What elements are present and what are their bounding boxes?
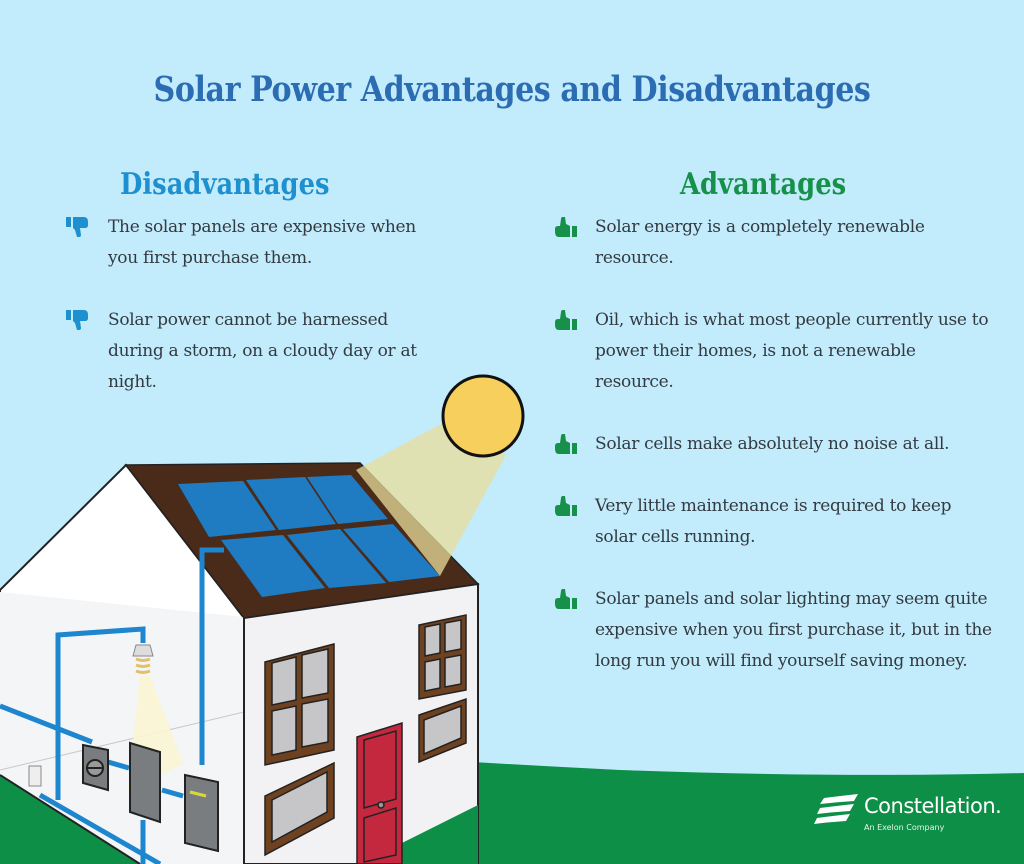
disadvantages-list: The solar panels are expensive when you … — [66, 212, 446, 429]
sun-beam — [356, 420, 506, 576]
window-upper-right — [418, 614, 467, 700]
roof — [124, 462, 480, 619]
advantage-item: Solar cells make absolutely no noise at … — [553, 429, 993, 460]
house-side-wall — [0, 463, 245, 864]
thumbs-up-icon — [555, 434, 577, 454]
thumbs-up-icon — [555, 310, 577, 330]
light-cone — [128, 676, 183, 790]
advantage-item: Oil, which is what most people currently… — [553, 305, 993, 398]
thumbs-up-icon — [555, 589, 577, 609]
advantages-list: Solar energy is a completely renewable r… — [553, 212, 993, 708]
advantage-item: Solar panels and solar lighting may seem… — [553, 584, 993, 677]
wall-outlet — [28, 765, 42, 787]
inverter — [184, 773, 219, 853]
front-door — [356, 721, 403, 864]
window-lower-left — [264, 761, 335, 857]
brand-tagline: An Exelon Company — [864, 823, 945, 832]
disadvantages-heading: Disadvantages — [120, 166, 330, 202]
thumbs-up-icon — [555, 217, 577, 237]
advantage-item: Very little maintenance is required to k… — [553, 491, 993, 553]
window-middle-right — [418, 697, 467, 764]
house-front-wall — [243, 582, 479, 864]
thumbs-up-icon — [555, 496, 577, 516]
thumbs-down-icon — [66, 310, 88, 330]
sun — [441, 374, 525, 458]
electric-meter — [82, 743, 109, 792]
brand-logo: Constellation. An Exelon Company — [814, 792, 1004, 842]
solar-panels — [178, 475, 440, 597]
constellation-swoosh-icon — [814, 794, 858, 824]
advantage-item: Solar energy is a completely renewable r… — [553, 212, 993, 274]
light-bulb-icon — [132, 644, 154, 674]
brand-name: Constellation. — [864, 794, 1002, 818]
disadvantage-item: Solar power cannot be harnessed during a… — [66, 305, 446, 398]
disadvantage-item: The solar panels are expensive when you … — [66, 212, 446, 274]
thumbs-down-icon — [66, 217, 88, 237]
advantages-heading: Advantages — [680, 166, 847, 202]
page-title: Solar Power Advantages and Disadvantages — [153, 69, 871, 111]
wiring — [0, 547, 224, 864]
window-upper-left — [264, 643, 335, 766]
breaker-panel — [129, 741, 161, 824]
